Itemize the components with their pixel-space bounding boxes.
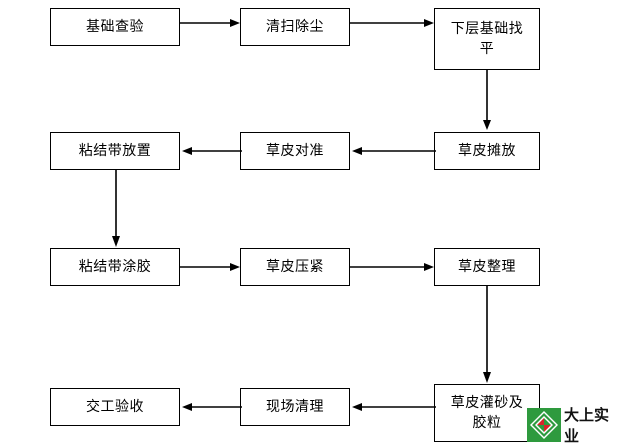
arrow-xiacengzhaoping-to-caopitanfang [481,70,493,132]
flow-node-qingsaochuchen: 清扫除尘 [240,8,350,46]
flow-node-xianchangqingli: 现场清理 [240,388,350,426]
flow-node-jichuchayan: 基础查验 [50,8,180,46]
flow-node-caopizhengli: 草皮整理 [434,248,540,286]
dashang-logo-icon [527,408,561,442]
flow-node-caopiyajin: 草皮压紧 [240,248,350,286]
flow-node-xiacengzhaoping: 下层基础找 平 [434,8,540,70]
watermark-logo: 大上实业 [527,404,622,445]
flow-node-caopitanfang: 草皮摊放 [434,132,540,170]
flow-node-zhanjiedaifangzhi: 粘结带放置 [50,132,180,170]
arrow-caopitanfang-to-caopiduizhun [350,145,436,157]
flow-node-jiaogongyanshou: 交工验收 [50,388,180,426]
arrow-caopizhengli-to-caopiguanshajiaoli [481,286,493,384]
arrow-jichuchayan-to-qingsaochuchen [180,17,242,29]
watermark-text: 大上实业 [564,406,610,445]
arrow-caopiyajin-to-caopizhengli [350,261,436,273]
arrow-caopiduizhun-to-zhanjiedaifangzhi [180,145,242,157]
arrow-qingsaochuchen-to-xiacengzhaoping [350,17,436,29]
arrow-xianchangqingli-to-jiaogongyanshou [180,401,242,413]
flow-node-zhanjiedaitujiao: 粘结带涂胶 [50,248,180,286]
flow-node-caopiguanshajiaoli: 草皮灌砂及 胶粒 [434,384,540,442]
arrow-zhanjiedaifangzhi-to-zhanjiedaitujiao [110,170,122,248]
arrow-caopiguanshajiaoli-to-xianchangqingli [350,401,436,413]
arrow-zhanjiedaitujiao-to-caopiyajin [180,261,242,273]
flow-node-caopiduizhun: 草皮对准 [240,132,350,170]
